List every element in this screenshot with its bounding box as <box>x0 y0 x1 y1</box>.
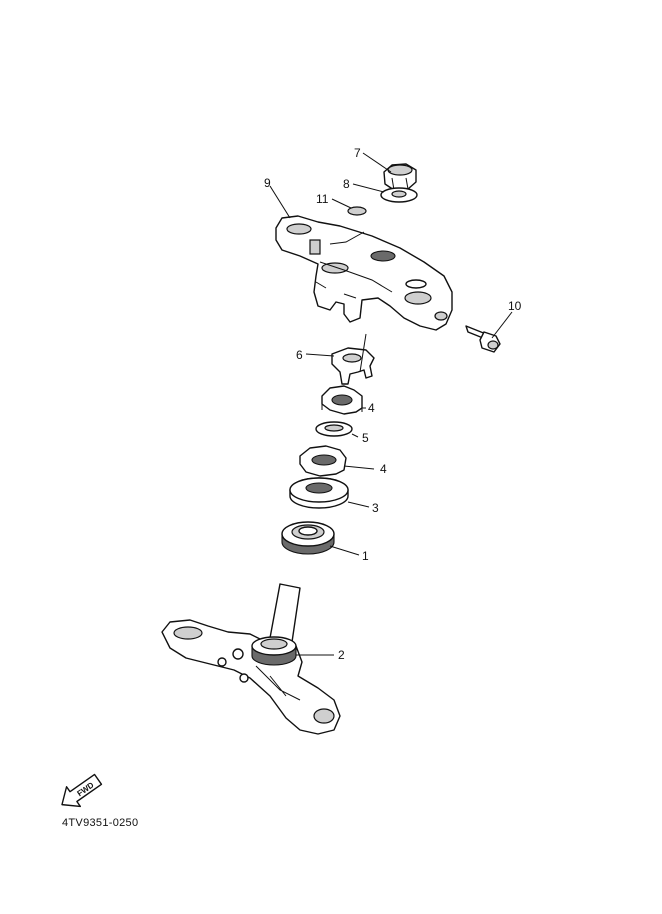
callout-1: 1 <box>362 549 369 563</box>
callout-4-lower: 4 <box>380 462 387 476</box>
callout-9: 9 <box>264 176 271 190</box>
callout-2: 2 <box>338 648 345 662</box>
part-3-bearing-cover <box>289 477 349 509</box>
diagram-code: 4TV9351-0250 <box>62 817 139 829</box>
part-10-bolt <box>465 325 501 353</box>
callout-6: 6 <box>296 348 303 362</box>
leader-lines <box>269 152 513 656</box>
callout-labels: 7 8 11 9 10 6 4 5 4 3 1 2 <box>264 146 522 662</box>
part-1-bearing <box>281 521 335 555</box>
callout-3: 3 <box>372 501 379 515</box>
fwd-arrow-icon: FWD <box>61 773 103 808</box>
part-4-ring-nut-lower <box>299 445 347 477</box>
callout-4-upper: 4 <box>368 401 375 415</box>
callout-5: 5 <box>362 431 369 445</box>
lower-bracket-steering-stem <box>161 583 341 735</box>
callout-7: 7 <box>354 146 361 160</box>
part-6-lock-washer <box>331 347 375 385</box>
part-7-cap-nut <box>383 163 417 191</box>
part-8-washer <box>380 187 418 203</box>
callout-11: 11 <box>316 192 329 206</box>
part-4-ring-nut-upper <box>321 385 363 415</box>
callout-8: 8 <box>343 177 350 191</box>
callout-10: 10 <box>508 299 522 313</box>
part-5-rubber-washer <box>315 421 353 437</box>
part-11-cap <box>347 206 367 216</box>
part-9-upper-bracket <box>275 215 453 331</box>
